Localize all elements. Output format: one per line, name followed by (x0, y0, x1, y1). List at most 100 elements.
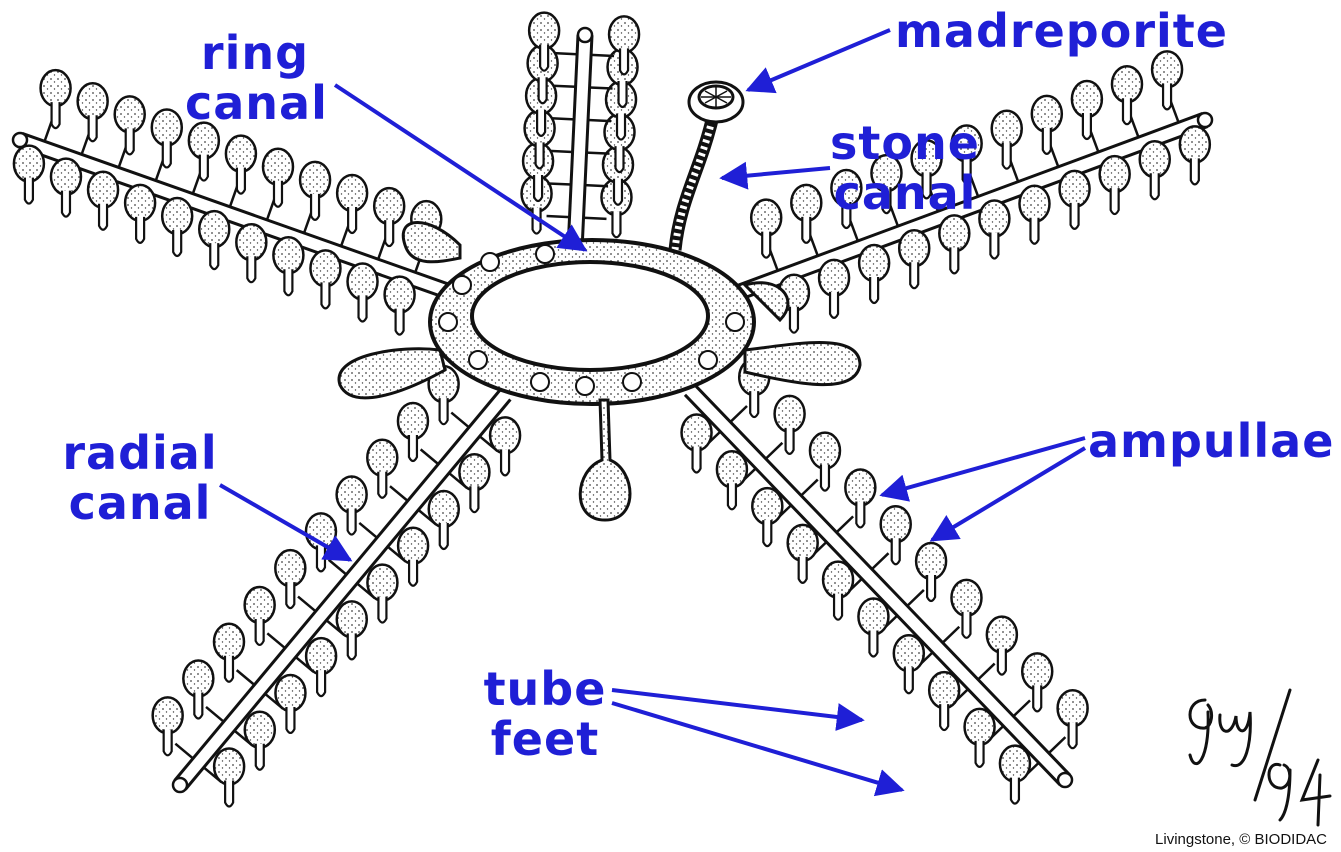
tube-foot (126, 128, 134, 154)
tube-foot (225, 656, 233, 682)
ampulla (992, 111, 1022, 147)
tube-foot (892, 538, 900, 564)
ampulla (429, 491, 459, 527)
madreporite-plate (689, 82, 743, 122)
tube-foot (830, 292, 838, 318)
ampulla (1060, 171, 1090, 207)
label-madreporite: madreporite (895, 6, 1215, 56)
tube-foot (348, 509, 356, 535)
tube-foot (1151, 173, 1159, 199)
tube-foot (910, 262, 918, 288)
ampulla (881, 506, 911, 542)
label-stone-canal-line1: stone (830, 118, 980, 168)
ampulla (1140, 141, 1170, 177)
tube-foot (1163, 83, 1171, 109)
ampulla (385, 277, 415, 313)
ampulla (965, 709, 995, 745)
tube-foot (927, 575, 935, 601)
ampulla (751, 200, 781, 236)
tube-foot (905, 667, 913, 693)
tube-foot (1123, 98, 1131, 124)
tube-foot (540, 45, 548, 71)
tube-foot (385, 220, 393, 246)
ampulla (899, 230, 929, 266)
ampulla (791, 185, 821, 221)
tube-foot (274, 181, 282, 207)
tube-foot (728, 483, 736, 509)
ampulla (819, 260, 849, 296)
ampulla (348, 264, 378, 300)
tube-foot (1069, 722, 1077, 748)
ampulla (337, 601, 367, 637)
tube-foot (164, 729, 172, 755)
label-ring-canal: ring canal (185, 28, 325, 128)
ampulla (398, 403, 428, 439)
ampulla (1100, 156, 1130, 192)
tube-foot (378, 472, 386, 498)
ampulla (367, 565, 397, 601)
tube-foot (1111, 188, 1119, 214)
tube-foot (1003, 143, 1011, 169)
ampulla (214, 749, 244, 785)
ampulla (275, 675, 305, 711)
tube-foot (536, 142, 544, 168)
ampulla (78, 83, 108, 119)
ampulla (226, 136, 256, 172)
tube-foot (409, 435, 417, 461)
ampulla (199, 211, 229, 247)
tube-foot (802, 217, 810, 243)
tube-foot (940, 704, 948, 730)
radial-arms (13, 13, 1212, 807)
ampulla (1180, 126, 1210, 162)
signature-handwritten (1190, 690, 1330, 825)
tube-foot (1071, 203, 1079, 229)
tube-foot (1191, 158, 1199, 184)
ampulla (162, 198, 192, 234)
ampulla (788, 525, 818, 561)
label-ring-canal-line2: canal (185, 78, 325, 128)
ampulla (1032, 96, 1062, 132)
tube-foot (256, 744, 264, 770)
tube-foot (317, 545, 325, 571)
tube-foot (799, 557, 807, 583)
ampulla (374, 188, 404, 224)
tube-foot (470, 486, 478, 512)
label-stone-canal: stone canal (830, 118, 980, 218)
tube-foot (256, 619, 264, 645)
tube-foot (501, 449, 509, 475)
ampulla (51, 159, 81, 195)
ampulla (183, 661, 213, 697)
stone-canal (675, 120, 712, 250)
label-tube-feet: tube feet (480, 664, 610, 764)
tube-foot (856, 501, 864, 527)
tube-foot (990, 233, 998, 259)
tube-feet-arrow-2 (612, 703, 902, 790)
tube-foot (396, 309, 404, 335)
ampulla (14, 146, 44, 182)
tube-foot (786, 428, 794, 454)
tube-foot (834, 594, 842, 620)
ring-canal (430, 240, 754, 404)
ampulla (987, 617, 1017, 653)
ampulla (459, 454, 489, 490)
tube-foot (821, 465, 829, 491)
tube-foot (52, 102, 60, 128)
arm-4 (682, 359, 1088, 804)
label-tube-feet-line1: tube (480, 664, 610, 714)
label-stone-canal-line2: canal (830, 168, 980, 218)
ampulla (214, 624, 244, 660)
tube-foot (869, 630, 877, 656)
tube-foot (359, 296, 367, 322)
tube-foot (194, 693, 202, 719)
ampulla (153, 697, 183, 733)
credit-text: Livingstone, © BIODIDAC (1155, 831, 1327, 848)
tube-foot (870, 277, 878, 303)
tube-foot (317, 670, 325, 696)
ampulla (115, 96, 145, 132)
ampulla (810, 433, 840, 469)
tube-foot (284, 269, 292, 295)
ampulla (1112, 66, 1142, 102)
tube-foot (321, 282, 329, 308)
ampulla (752, 488, 782, 524)
ampulla (236, 224, 266, 260)
